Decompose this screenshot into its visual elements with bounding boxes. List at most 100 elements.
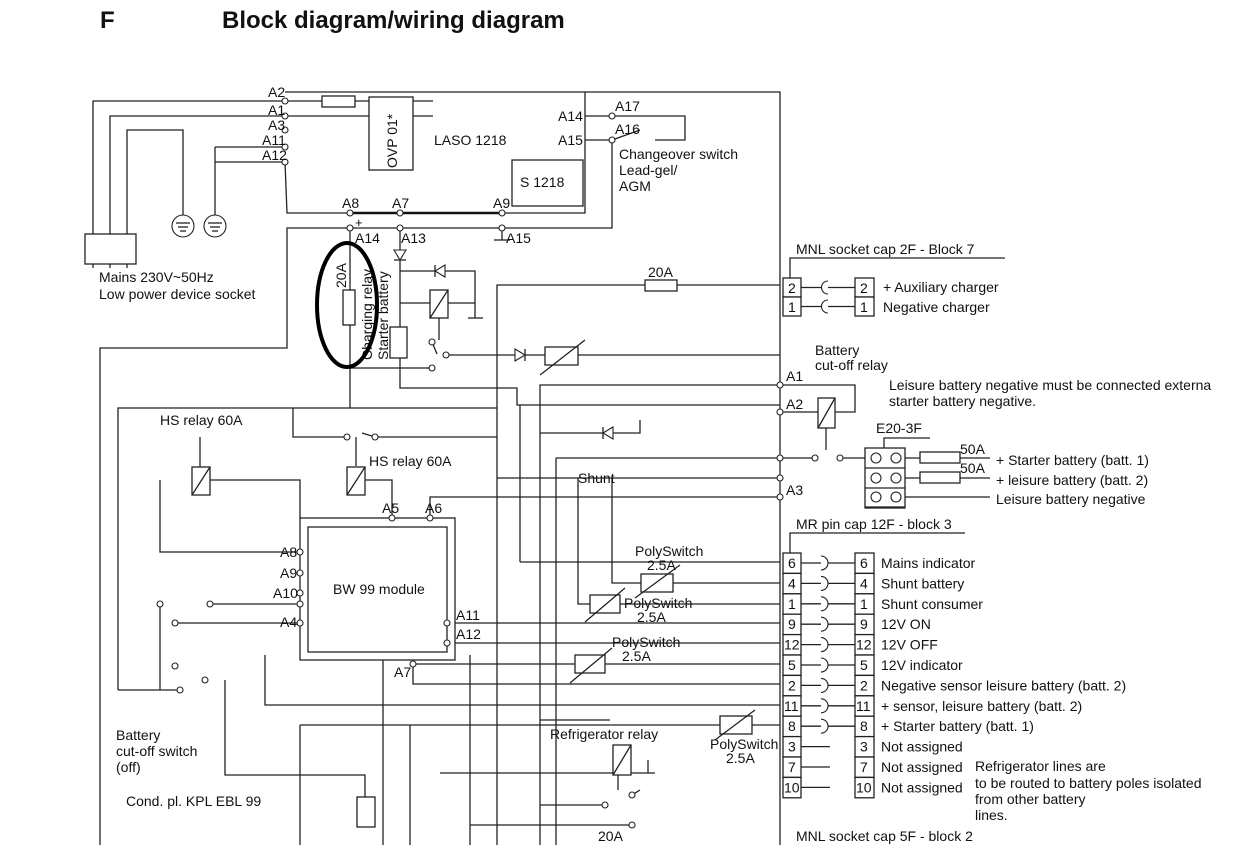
- wire: [284, 161, 350, 214]
- ovp-module: [368, 96, 414, 171]
- wire: [883, 437, 930, 448]
- pin-bw-a12: A12: [456, 626, 481, 642]
- terminal-node: [628, 791, 636, 799]
- fridge-relay-label: Refrigerator relay: [550, 726, 658, 742]
- terminal-node: [281, 97, 289, 105]
- changeover-label-2: Lead-gel/: [619, 162, 677, 178]
- terminal-node: [371, 433, 379, 441]
- slash: [714, 709, 756, 741]
- pin-icon: [820, 596, 829, 612]
- mr12-pin-number-left: 5: [788, 657, 796, 673]
- terminal-node: [428, 338, 436, 346]
- changeover-label: Changeover switch: [619, 146, 738, 162]
- pin-icon: [820, 677, 829, 693]
- terminal-node: [498, 209, 506, 217]
- fuse-icon: [342, 289, 356, 326]
- terminal-node: [281, 158, 289, 166]
- pin-bw-a5: A5: [382, 500, 399, 516]
- pin-a15-right: A15: [558, 132, 583, 148]
- polyswitch-2-label: PolySwitch: [624, 595, 692, 611]
- wire: [429, 496, 780, 518]
- wire: [399, 358, 780, 406]
- terminal-node: [628, 821, 636, 829]
- cutoff-relay-label-2: cut-off relay: [815, 357, 888, 373]
- screw-terminal-icon: [890, 491, 902, 503]
- wire: [400, 270, 476, 318]
- terminal-node: [346, 209, 354, 217]
- shunt-label: Shunt: [578, 470, 615, 486]
- terminal-node: [409, 660, 417, 668]
- wire: [210, 479, 301, 518]
- bw99-module-inner: [307, 526, 448, 653]
- terminal-node: [343, 433, 351, 441]
- wire: [496, 284, 780, 845]
- section-letter: F: [100, 7, 115, 34]
- slash: [539, 339, 586, 376]
- pin-bw-a6: A6: [425, 500, 442, 516]
- polyswitch-3-rating: 2.5A: [622, 648, 651, 664]
- fuse-50a-2: 50A: [960, 460, 986, 476]
- note-fridge: Refrigerator lines are: [975, 758, 1106, 774]
- terminal-node: [296, 619, 304, 627]
- pin-a14: A14: [355, 230, 380, 246]
- mr12-pin-number-right: 4: [860, 575, 868, 591]
- screw-terminal-icon: [870, 452, 882, 464]
- pin-icon: [820, 718, 829, 734]
- mains-socket: [84, 233, 137, 265]
- pin-a9: A9: [493, 195, 510, 211]
- e20-label-negative: Leisure battery negative: [996, 491, 1146, 507]
- slash: [569, 647, 613, 684]
- wire: [99, 140, 613, 845]
- mr12-pin-number-right: 1: [860, 596, 868, 612]
- mr12-pin-label: Not assigned: [881, 779, 963, 795]
- ground-icon: [171, 214, 195, 238]
- wire: [539, 384, 780, 845]
- mains-label: Mains 230V~50Hz: [99, 269, 214, 285]
- pin-bw-a11: A11: [456, 607, 480, 623]
- terminal-node: [776, 408, 784, 416]
- mr12-pin-label: Shunt battery: [881, 575, 964, 591]
- slash: [346, 466, 366, 496]
- mr12-pin-label: + sensor, leisure battery (batt. 2): [881, 698, 1082, 714]
- terminal-node: [171, 619, 179, 627]
- wire: [292, 408, 347, 438]
- mnl7-pin-number: 2: [860, 280, 868, 296]
- mr12-pin-label: Mains indicator: [881, 555, 975, 571]
- note-fridge-2: to be routed to battery poles isolated: [975, 775, 1201, 791]
- mr12-pin-label: 12V indicator: [881, 657, 963, 673]
- cutoff-relay-label: Battery: [815, 342, 859, 358]
- wire: [789, 257, 1005, 278]
- charging-fuse-label: 20A: [333, 262, 349, 288]
- note-leisure-negative-2: starter battery negative.: [889, 393, 1036, 409]
- plus-sign: +: [355, 215, 363, 230]
- mr12-pin-number-left: 8: [788, 718, 796, 734]
- ovp-label: OVP 01*: [384, 113, 400, 168]
- terminal-node: [776, 381, 784, 389]
- pin-bw-a8: A8: [280, 544, 297, 560]
- note-leisure-negative: Leisure battery negative must be connect…: [889, 377, 1211, 393]
- terminal-node: [836, 454, 844, 462]
- diode-icon: [433, 264, 446, 278]
- terminal-node: [442, 351, 450, 359]
- fuse-icon: [919, 451, 961, 464]
- terminal-node: [346, 224, 354, 232]
- mnl7-pin-number: 1: [788, 299, 796, 315]
- terminal-node: [608, 136, 616, 144]
- terminal-node: [426, 514, 434, 522]
- terminal-node: [608, 112, 616, 120]
- changeover-label-3: AGM: [619, 178, 651, 194]
- pin-a3: A3: [268, 117, 285, 133]
- note-fridge-4: lines.: [975, 807, 1008, 823]
- mnl7-header: MNL socket cap 2F - Block 7: [796, 241, 975, 257]
- pin-a15: A15: [506, 230, 531, 246]
- mr12-pin-label: Shunt consumer: [881, 596, 983, 612]
- mr12-pin-number-right: 3: [860, 739, 868, 755]
- pin-bw-a9: A9: [280, 565, 297, 581]
- wire: [92, 100, 285, 268]
- mr12-pin-number-left: 7: [788, 759, 796, 775]
- terminal-node: [176, 686, 184, 694]
- pin-a7: A7: [392, 195, 409, 211]
- terminal-node: [443, 619, 451, 627]
